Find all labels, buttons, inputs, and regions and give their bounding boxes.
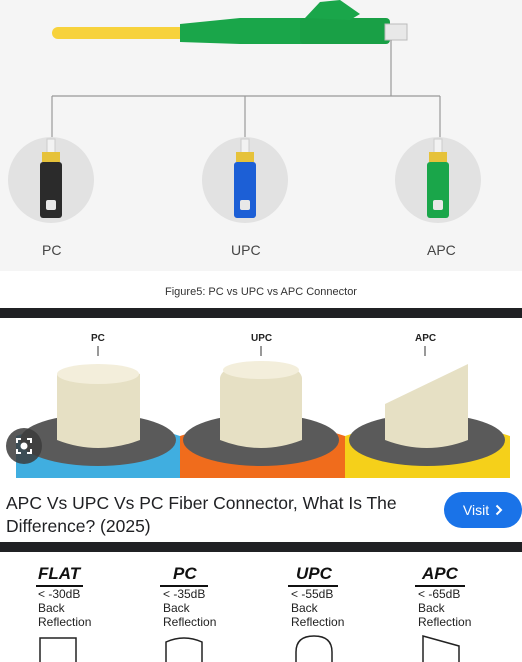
pc-ferrule [57,366,140,448]
apc-back: Back [418,601,445,615]
search-result: APC Vs UPC Vs PC Fiber Connector, What I… [0,478,522,542]
apc-ferrule [385,364,468,448]
ferrule-illustration [16,346,510,478]
pc-title: PC [173,564,197,583]
flat-back: Back [38,601,65,615]
pc-reflection: Reflection [163,615,217,629]
upc-reflection: Reflection [291,615,345,629]
apc-label: APC [427,242,456,258]
apc-title: APC [422,564,458,583]
connector-body [300,18,390,44]
result-title[interactable]: APC Vs UPC Vs PC Fiber Connector, What I… [6,493,397,536]
flat-db: < -30dB [38,587,81,601]
apc-top-label: APC [415,333,437,344]
pc-connector [40,162,62,218]
flat-reflection: Reflection [38,615,92,629]
polish-shapes [39,635,460,662]
pc-db: < -35dB [163,587,206,601]
figure-caption: Figure5: PC vs UPC vs APC Connector [165,286,357,298]
polish-types-figure[interactable]: FLAT < -30dB Back Reflection PC < -35dB … [0,552,522,662]
visit-button[interactable]: Visit [444,492,522,528]
pc-top-label: PC [91,333,105,344]
connector-ferrule [384,23,408,41]
upc-label: UPC [231,242,261,258]
upc-db: < -55dB [291,587,334,601]
upc-ferrule [220,362,302,448]
connector-illustration [8,0,481,223]
connector-latch [305,0,360,20]
pc-shape [165,637,203,662]
figure-caption-area: Figure5: PC vs UPC vs APC Connector [0,271,522,308]
upc-connector [234,162,256,218]
upc-title: UPC [296,564,332,583]
apc-shape [422,635,460,662]
apc-db: < -65dB [418,587,461,601]
lens-search-button[interactable] [6,428,42,464]
upc-shape [295,635,333,662]
pc-label: PC [42,242,62,258]
apc-reflection: Reflection [418,615,472,629]
cable [52,27,202,39]
result-image[interactable]: PC UPC APC [0,318,522,478]
upc-top-label: UPC [251,333,273,344]
connector-boot [180,18,310,44]
flat-title: FLAT [38,564,81,583]
visit-label: Visit [462,502,490,518]
pc-back: Back [163,601,190,615]
flat-shape [39,637,77,662]
connector-figure: PC UPC APC [0,0,522,271]
lens-search-icon [16,438,32,454]
chevron-right-icon [495,504,503,516]
apc-connector [427,162,449,218]
upc-back: Back [291,601,318,615]
